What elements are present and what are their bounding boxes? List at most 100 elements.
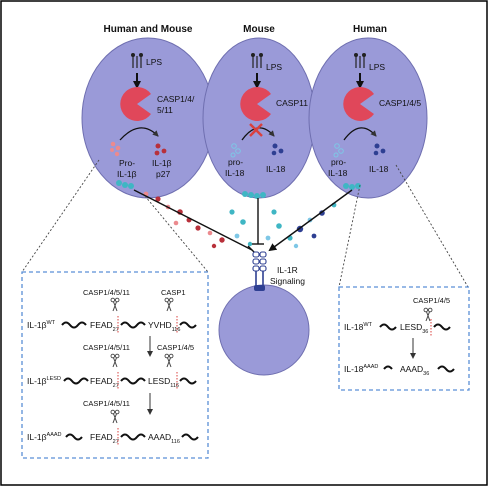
svg-text:FEAD27: FEAD27	[90, 320, 119, 333]
protein-chain	[63, 377, 89, 385]
row3-site1-sub: 27	[113, 439, 119, 445]
row1-protein-sup: WT	[47, 320, 56, 326]
scissors-icon	[110, 409, 120, 424]
svg-text:IL-1βLESD: IL-1βLESD	[27, 376, 61, 386]
receptor-label-line1: IL-1R	[277, 265, 298, 275]
protein-chain	[120, 433, 146, 441]
il18-cleavage-panel: CASP1/4/5 IL-18WT LESD36 IL-18AAAD AAAD3…	[344, 296, 455, 377]
callout-line-right-a	[338, 184, 361, 288]
il18-row1-protein: IL-18	[344, 322, 364, 332]
row2-site1-enzyme: CASP1/4/5/11	[83, 343, 130, 352]
row3-site1-enzyme: CASP1/4/5/11	[83, 399, 130, 408]
scissors-icon	[164, 297, 174, 312]
protein-chain	[437, 365, 455, 373]
product-label-line2: p27	[156, 169, 170, 179]
protein-chain	[379, 323, 397, 331]
inhibition-line-left	[133, 189, 253, 251]
row2-site1: FEAD	[90, 376, 113, 386]
product-label: IL-18	[266, 164, 286, 174]
row2-site2-sub: 116	[170, 383, 179, 389]
il1r-receptor-icon	[252, 251, 267, 291]
svg-text:IL-1βAAAD: IL-1βAAAD	[27, 432, 62, 442]
svg-text:AAAD116: AAAD116	[148, 432, 180, 445]
protein-chain	[179, 321, 197, 329]
il18-row1-site: LESD	[400, 322, 422, 332]
row2-site2: LESD	[148, 376, 170, 386]
row2-site1-sub: 27	[113, 383, 119, 389]
svg-text:IL-18AAAD: IL-18AAAD	[344, 364, 378, 374]
activation-arrow-right	[268, 189, 353, 252]
panel-mouse: LPS CASP11 pro- IL-18 IL-18	[225, 52, 308, 178]
panel-human: LPS CASP1/4/5 pro- IL-18 IL-18	[328, 52, 421, 178]
cleavage-arrow	[343, 127, 377, 141]
scissors-icon	[110, 353, 120, 368]
callout-line-left-b	[144, 195, 209, 273]
il18-row2-sup: AAAD	[363, 364, 378, 370]
row2-site2-enzyme: CASP1/4/5	[157, 343, 194, 352]
lps-label: LPS	[369, 62, 385, 72]
protein-chain	[433, 323, 451, 331]
row1-site1-sub: 27	[113, 327, 119, 333]
il18-row1-site-sub: 36	[422, 329, 428, 335]
row1-site1: FEAD	[90, 320, 113, 330]
row2-protein: IL-1β	[27, 376, 47, 386]
row2-protein-sup: LESD	[47, 376, 61, 382]
il18-row2-site: AAAD	[400, 364, 423, 374]
pro-label-line2: IL-18	[328, 168, 348, 178]
caspase-pacman-icon	[343, 87, 374, 121]
cleavage-arrow	[119, 127, 159, 141]
target-cell	[218, 284, 310, 376]
title-human: Human	[353, 24, 387, 35]
il1b-cleavage-panel: CASP1/4/5/11 CASP1 IL-1βWT FEAD27 YVHD11…	[27, 288, 199, 446]
enzyme-line2: 5/11	[157, 105, 173, 115]
released-cytokines	[143, 191, 337, 249]
pro-label-line1: pro-	[331, 157, 346, 167]
membrane-pores	[116, 180, 361, 199]
row1-site1-enzyme: CASP1/4/5/11	[83, 288, 130, 297]
protein-chain	[181, 433, 199, 441]
row3-site2: AAAD	[148, 432, 171, 442]
enzyme-line1: CASP1/4/	[157, 94, 195, 104]
il18-row2-site-sub: 36	[423, 371, 429, 377]
pro-label-line1: pro-	[228, 157, 243, 167]
lps-label: LPS	[146, 57, 162, 67]
svg-text:LESD116: LESD116	[148, 376, 179, 389]
row1-site2-enzyme: CASP1	[161, 288, 186, 297]
protein-chain	[120, 321, 146, 329]
protein-chain	[179, 377, 197, 385]
svg-text:IL-18WT: IL-18WT	[344, 322, 373, 332]
row3-protein: IL-1β	[27, 432, 47, 442]
block-x-icon	[249, 123, 263, 137]
right-enzyme-label: CASP1/4/5	[413, 296, 450, 305]
il18-row1-sup: WT	[363, 322, 372, 328]
pro-label-line2: IL-1β	[117, 169, 137, 179]
pro-label-line2: IL-18	[225, 168, 245, 178]
enzyme-label: CASP11	[276, 98, 308, 108]
title-human-and-mouse: Human and Mouse	[104, 24, 193, 35]
protein-chain	[120, 377, 146, 385]
callout-line-right-b	[395, 164, 469, 288]
scissors-icon	[110, 297, 120, 312]
svg-text:AAAD36: AAAD36	[400, 364, 429, 377]
callout-line-left-a	[21, 159, 100, 273]
caspase-pacman-icon	[120, 87, 151, 122]
svg-text:LESD36: LESD36	[400, 322, 428, 335]
row3-site2-sub: 116	[171, 439, 180, 445]
product-label-line1: IL-1β	[152, 158, 172, 168]
protein-chain	[383, 365, 393, 370]
svg-text:FEAD27: FEAD27	[90, 432, 119, 445]
protein-chain	[65, 433, 83, 441]
il18-row2-protein: IL-18	[344, 364, 364, 374]
il18-cleavage-box	[338, 286, 470, 391]
panel-human-mouse: LPS CASP1/4/ 5/11 Pro- IL-1β IL-1β p27	[110, 52, 195, 179]
row3-site1: FEAD	[90, 432, 113, 442]
pro-label-line1: Pro-	[119, 158, 135, 168]
il1b-cleavage-box	[21, 271, 209, 459]
scissors-icon	[164, 353, 174, 368]
row1-site2: YVHD	[148, 320, 172, 330]
row1-site2-sub: 116	[172, 327, 181, 333]
svg-text:YVHD116: YVHD116	[148, 320, 180, 333]
